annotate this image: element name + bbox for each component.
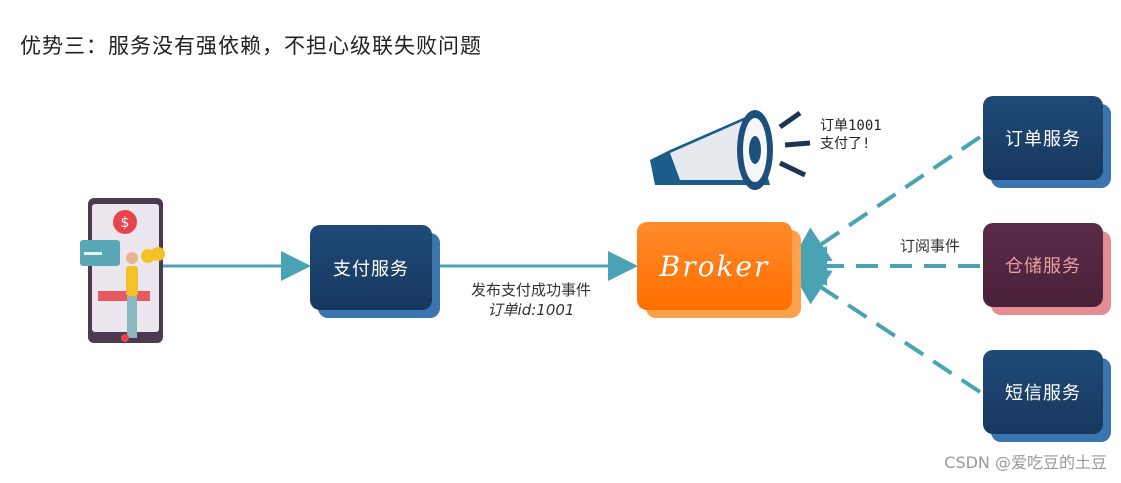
- publish-event-line2: 订单id:1001: [487, 301, 575, 319]
- megaphone-icon: [640, 105, 815, 205]
- sms-to-broker-arrow: [788, 265, 982, 394]
- order-service-node: 订单服务: [983, 96, 1103, 180]
- publish-event-line1: 发布支付成功事件: [470, 281, 591, 299]
- subscribe-event-label: 订阅事件: [899, 237, 960, 255]
- pay-service-node: 支付服务: [310, 225, 432, 310]
- speech-text: 订单1001 支付了!: [820, 117, 882, 153]
- svg-text:$: $: [121, 215, 130, 231]
- publish-event-label: 发布支付成功事件 订单id:1001: [446, 280, 616, 320]
- pay-service-label: 支付服务: [333, 258, 409, 280]
- broker-node: Broker: [637, 222, 792, 310]
- page-title: 优势三：服务没有强依赖，不担心级联失败问题: [20, 34, 482, 58]
- broker-label: Broker: [659, 249, 770, 283]
- storage-service-node: 仓储服务: [983, 223, 1103, 307]
- sms-service-label: 短信服务: [1005, 383, 1081, 404]
- phone-payment-icon: $: [78, 196, 173, 351]
- speech-line1: 订单1001: [820, 118, 882, 134]
- sms-service-node: 短信服务: [983, 350, 1103, 434]
- storage-service-label: 仓储服务: [1005, 256, 1081, 277]
- order-to-broker-arrow: [788, 135, 982, 267]
- order-service-label: 订单服务: [1005, 129, 1081, 150]
- watermark: CSDN @爱吃豆的土豆: [944, 453, 1107, 472]
- speech-line2: 支付了!: [820, 136, 871, 152]
